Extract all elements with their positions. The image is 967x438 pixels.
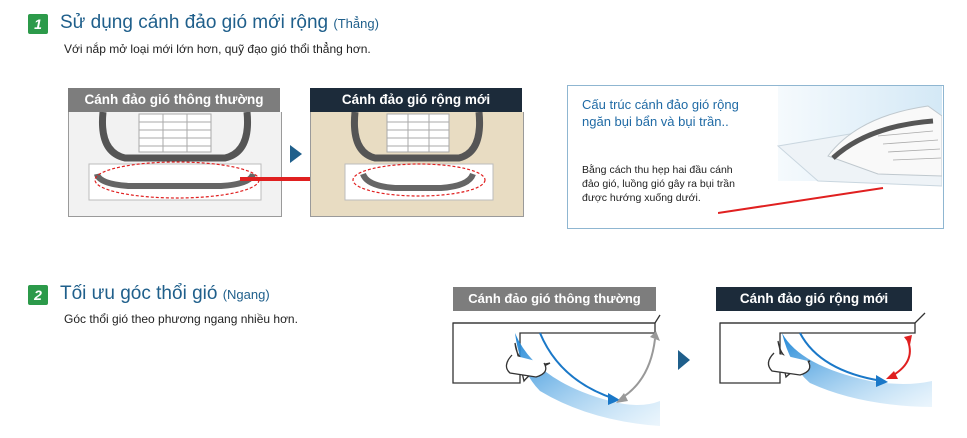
old-vane-side-view [440,311,665,431]
section1-title: Sử dụng cánh đảo gió mới rộng (Thẳng) [60,12,379,34]
section2-title-suffix: (Ngang) [222,287,270,302]
section2-old-vane-label: Cánh đảo gió thông thường [453,287,656,311]
old-vane-illustration [68,112,282,217]
section2-description: Góc thổi gió theo phương ngang nhiều hơn… [64,312,298,326]
info-title-line1: Cấu trúc cánh đảo gió rộng [582,97,739,112]
new-vane-illustration [310,112,524,217]
triangle-right-icon-2 [678,350,690,370]
section1-old-vane-label: Cánh đảo gió thông thường [68,88,280,112]
section2-number-badge: 2 [28,285,48,305]
section1-description: Với nắp mở loại mới lớn hơn, quỹ đạo gió… [64,42,371,56]
triangle-right-icon [290,145,302,163]
info-box: Cấu trúc cánh đảo gió rộng ngăn bụi bẩn … [567,85,944,229]
info-title-line2: ngăn bụi bẩn và bụi trần.. [582,114,729,129]
section1-new-vane-label: Cánh đảo gió rộng mới [310,88,522,112]
section2-title-text: Tối ưu góc thổi gió [60,283,218,304]
section2-new-vane-label: Cánh đảo gió rộng mới [716,287,912,311]
red-pointer-line [718,186,888,216]
info-body-line2: đảo gió, luồng gió gây ra bụi trần [582,178,735,190]
ceiling-unit-closeup-illustration [758,86,942,226]
section1-title-suffix: (Thẳng) [333,16,379,31]
new-vane-side-view [710,311,935,431]
section1-number-badge: 1 [28,14,48,34]
info-body-line1: Bằng cách thu hẹp hai đầu cánh [582,164,733,176]
section1-title-text: Sử dụng cánh đảo gió mới rộng [60,12,329,33]
info-body-line3: được hướng xuống dưới. [582,192,701,204]
section2-title: Tối ưu góc thổi gió (Ngang) [60,283,270,305]
